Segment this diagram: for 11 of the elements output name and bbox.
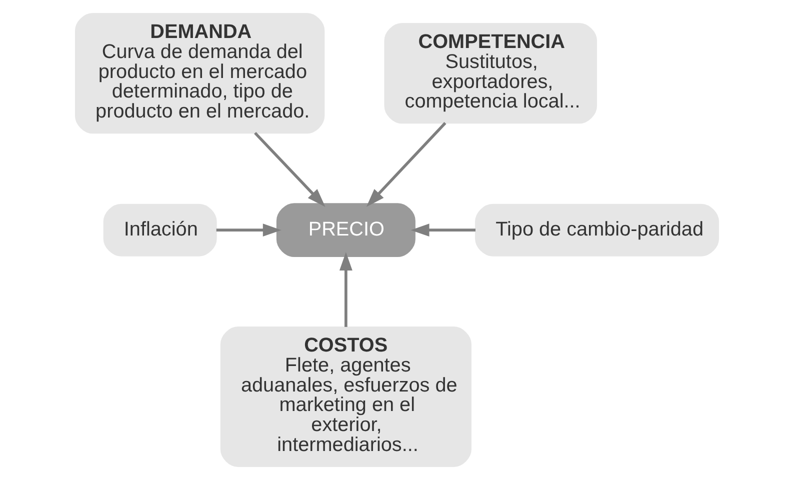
node-box: COSTOS Flete, agentes aduanales, esfuerzos de marketing en el exterior, intermediarios... <box>220 326 471 467</box>
arrow <box>254 132 325 207</box>
arrow <box>410 224 475 237</box>
node-box: COMPETENCIA Sustitutos, exportadores, competencia local... <box>384 22 597 124</box>
arrow <box>216 224 281 237</box>
arrow <box>366 122 446 207</box>
node-box: PRECIO <box>276 203 415 258</box>
arrow <box>338 252 352 327</box>
node-box: Tipo de cambio-paridad <box>474 204 719 256</box>
node-box: Inflación <box>102 204 216 256</box>
node-box: DEMANDA Curva de demanda del producto en el mercado determinado, tipo de producto en el mercado. <box>74 13 324 134</box>
